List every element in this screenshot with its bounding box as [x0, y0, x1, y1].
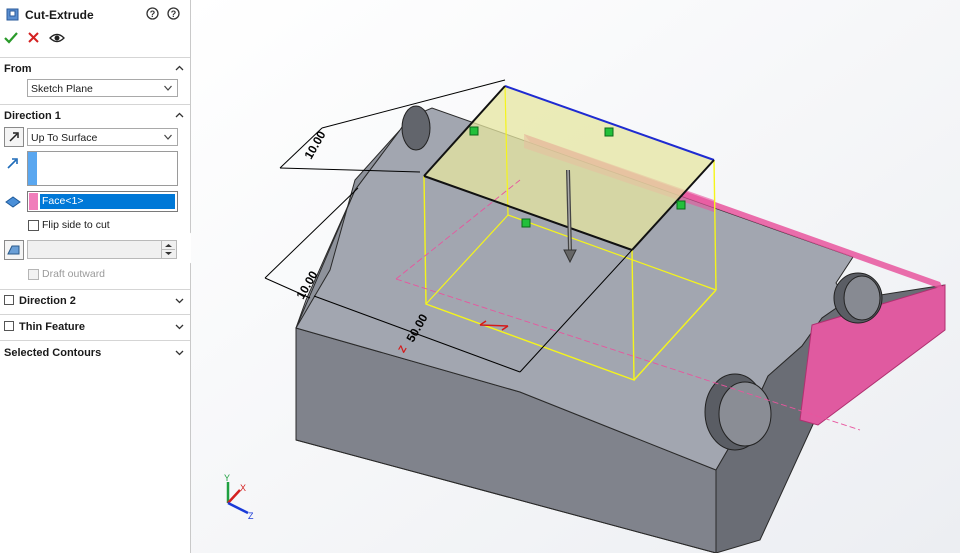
direction-vector-list[interactable] [27, 151, 178, 186]
svg-text:?: ? [150, 9, 156, 19]
from-header-label: From [4, 63, 32, 75]
from-start-condition-value: Sketch Plane [31, 83, 93, 95]
ok-check-icon[interactable] [4, 31, 18, 45]
separator [0, 340, 190, 341]
chevron-down-icon [164, 85, 172, 91]
direction-vector-icon [4, 154, 24, 174]
direction2-section-header[interactable]: Direction 2 [0, 292, 190, 310]
end-condition-value: Up To Surface [31, 132, 98, 144]
separator [0, 314, 190, 315]
direction1-section-header[interactable]: Direction 1 [0, 107, 190, 125]
chevron-up-icon[interactable] [175, 64, 184, 73]
relation-marker-icon[interactable] [604, 127, 614, 137]
property-manager: Cut-Extrude ? ? From Sketch Plane D [0, 0, 191, 553]
draft-outward-checkbox-box [28, 269, 39, 280]
action-bar [0, 29, 190, 49]
dimension-lines [264, 79, 633, 373]
chevron-down-icon[interactable] [175, 296, 184, 305]
cut-preview [395, 85, 861, 431]
direction1-header-label: Direction 1 [4, 110, 61, 122]
face-selection-icon [4, 193, 24, 213]
from-start-condition-select[interactable]: Sketch Plane [27, 79, 178, 97]
draft-icon [7, 245, 20, 255]
up-to-surface-selection[interactable]: Face<1> [27, 191, 178, 212]
cancel-x-icon[interactable] [27, 31, 40, 44]
chevron-down-icon[interactable] [175, 322, 184, 331]
direction2-header-label: Direction 2 [19, 295, 76, 307]
spin-buttons[interactable] [161, 241, 176, 258]
relation-marker-icon[interactable] [469, 126, 479, 136]
help-icon[interactable]: ? [167, 7, 180, 20]
relation-marker-icon[interactable] [521, 218, 531, 228]
orientation-triad: Y X Z [224, 473, 254, 521]
chevron-down-icon[interactable] [175, 348, 184, 357]
triad-z-label: Z [248, 511, 254, 521]
reverse-direction-button[interactable] [4, 127, 24, 147]
draft-outward-label: Draft outward [42, 268, 106, 280]
chevron-down-icon [164, 134, 172, 140]
chevron-up-icon[interactable] [175, 111, 184, 120]
triad-x-label: X [240, 483, 246, 493]
selection-color-strip [29, 193, 38, 210]
separator [0, 104, 190, 105]
thin-feature-section-header[interactable]: Thin Feature [0, 318, 190, 336]
draft-toggle-button[interactable] [4, 240, 24, 260]
sketch-profile[interactable] [423, 85, 715, 251]
from-section-header[interactable]: From [0, 60, 190, 78]
triad-y-label: Y [224, 473, 230, 483]
model-view[interactable]: 10.00 10.00 50.00 Z Y X Z [191, 0, 960, 553]
flip-side-checkbox-box[interactable] [28, 220, 39, 231]
feature-title: Cut-Extrude [25, 8, 94, 22]
relation-marker-icon[interactable] [676, 200, 686, 210]
svg-text:?: ? [171, 9, 177, 19]
preview-eye-icon[interactable] [49, 32, 65, 44]
thin-feature-header-label: Thin Feature [19, 321, 86, 333]
cut-extrude-icon [6, 8, 19, 21]
feature-titlebar: Cut-Extrude ? ? [0, 0, 190, 28]
selected-contours-section-header[interactable]: Selected Contours [0, 344, 190, 362]
flip-side-label: Flip side to cut [42, 219, 110, 231]
selected-contours-header-label: Selected Contours [4, 347, 102, 359]
thin-feature-checkbox[interactable] [4, 321, 14, 331]
separator [0, 57, 190, 58]
depth-drag-handle[interactable] [563, 169, 577, 264]
reverse-direction-icon [9, 132, 19, 142]
draft-angle-spinbox[interactable] [27, 240, 177, 259]
selected-face-item[interactable]: Face<1> [40, 194, 175, 209]
direction2-checkbox[interactable] [4, 295, 14, 305]
sketch-origin-label: Z [397, 344, 410, 355]
selection-color-strip [28, 152, 37, 185]
separator [0, 289, 190, 290]
end-condition-select[interactable]: Up To Surface [27, 128, 178, 146]
graphics-area[interactable]: 10.00 10.00 50.00 Z Y X Z [191, 0, 960, 553]
sketch-origin-arrow [479, 320, 509, 331]
whats-wrong-icon[interactable]: ? [146, 7, 159, 20]
part-body[interactable] [295, 105, 946, 553]
